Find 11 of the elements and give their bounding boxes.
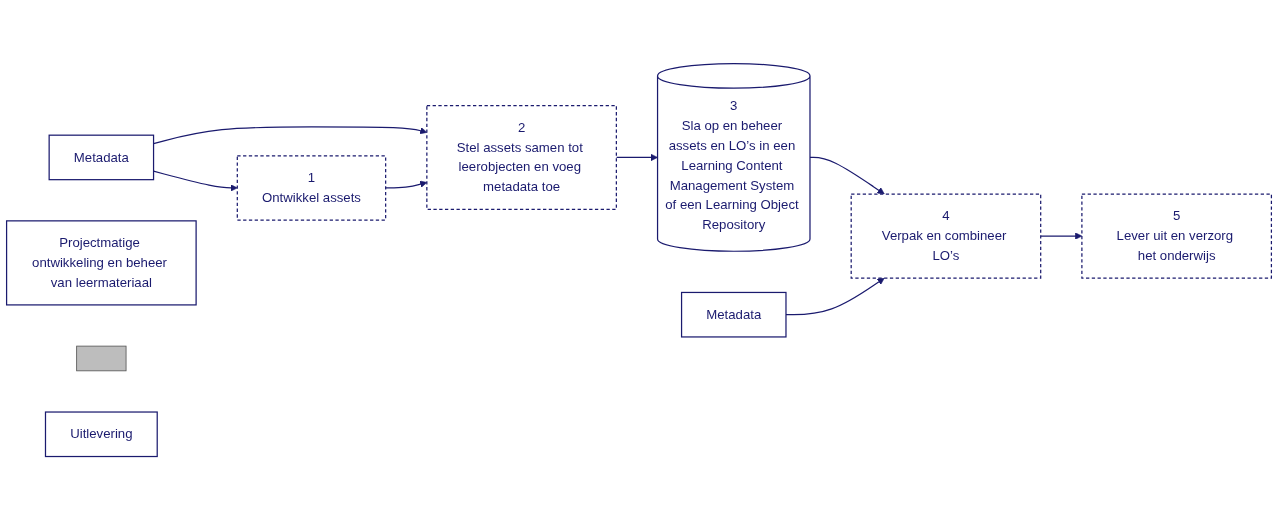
node-box: 2 Stel assets samen tot leerobjecten en voeg metadata toe [426,104,617,210]
node-box [76,345,127,372]
node-box: Metadata [680,291,787,338]
node-box: 4 Verpak en combineer LO’s [850,193,1042,279]
node-box: Metadata [48,134,155,181]
node-box: 5 Lever uit en verzorg het onderwijs [1081,193,1272,279]
node-box: Projectmatige ontwikkeling en beheer van leermateriaal [5,220,197,306]
node-box: 1 Ontwikkel assets [236,155,387,221]
arrow [785,277,885,316]
arrow [809,156,885,195]
node-box: Uitlevering [44,411,158,458]
